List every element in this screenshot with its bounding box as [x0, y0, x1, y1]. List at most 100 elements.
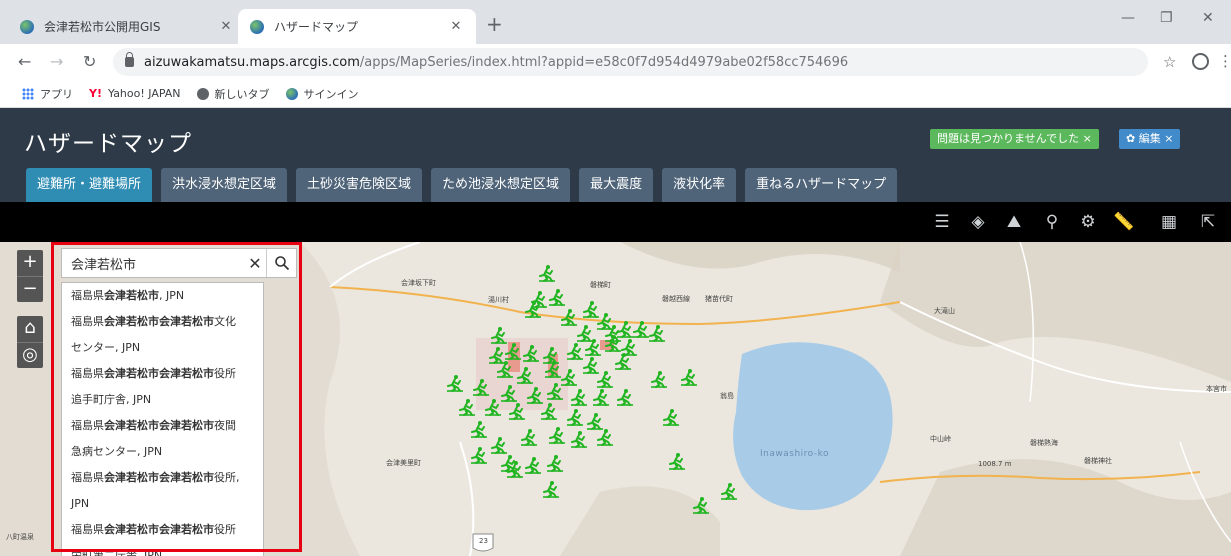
- restore-icon[interactable]: ❐: [1160, 10, 1173, 26]
- evacuation-marker-icon[interactable]: [538, 264, 556, 282]
- evacuation-marker-icon[interactable]: [548, 288, 566, 306]
- back-arrow-icon[interactable]: ←: [18, 52, 32, 71]
- share-icon[interactable]: ⇱: [1200, 212, 1216, 232]
- bookmark-new-tab[interactable]: 新しいタブ: [196, 86, 270, 102]
- evacuation-marker-icon[interactable]: [616, 388, 634, 406]
- evacuation-marker-icon[interactable]: [488, 346, 506, 364]
- evacuation-marker-icon[interactable]: [582, 300, 600, 318]
- evacuation-marker-icon[interactable]: [614, 352, 632, 370]
- evacuation-marker-icon[interactable]: [720, 482, 738, 500]
- suggestion-item[interactable]: JPN: [71, 497, 90, 510]
- tab-seismic[interactable]: 最大震度: [579, 168, 654, 202]
- forward-arrow-icon[interactable]: →: [50, 52, 64, 71]
- browser-tab-gis[interactable]: 会津若松市公開用GIS ✕: [8, 9, 246, 44]
- evacuation-marker-icon[interactable]: [542, 346, 560, 364]
- tab-shelters[interactable]: 避難所・避難場所: [26, 168, 153, 202]
- locate-icon[interactable]: ◎: [17, 342, 43, 368]
- evacuation-marker-icon[interactable]: [546, 382, 564, 400]
- map-view[interactable]: 会津坂下町 磐梯町 湯川村 磐越西線 猪苗代町 会津美里町 大滝山 翁島 中山峠…: [0, 242, 1231, 556]
- minimize-icon[interactable]: —: [1121, 10, 1135, 26]
- evacuation-marker-icon[interactable]: [522, 344, 540, 362]
- tab-pond-flood[interactable]: ため池浸水想定区域: [431, 168, 571, 202]
- close-icon[interactable]: ✕: [450, 19, 462, 34]
- bookmark-signin[interactable]: サインイン: [285, 86, 359, 102]
- evacuation-marker-icon[interactable]: [604, 324, 622, 342]
- new-tab-icon[interactable]: +: [486, 12, 503, 36]
- bookmark-yahoo[interactable]: Y! Yahoo! JAPAN: [89, 87, 181, 100]
- evacuation-marker-icon[interactable]: [604, 334, 622, 352]
- suggestion-item[interactable]: 福島県会津若松市会津若松市文化: [71, 315, 236, 328]
- evacuation-marker-icon[interactable]: [542, 480, 560, 498]
- suggestion-item[interactable]: 福島県会津若松市会津若松市夜間: [71, 419, 236, 432]
- home-icon[interactable]: ⌂: [24, 317, 36, 338]
- tab-landslide[interactable]: 土砂災害危険区域: [296, 168, 423, 202]
- evacuation-marker-icon[interactable]: [650, 370, 668, 388]
- evacuation-marker-icon[interactable]: [496, 360, 514, 378]
- suggestion-item[interactable]: 追手町庁舎, JPN: [71, 393, 152, 406]
- suggestion-item[interactable]: 福島県会津若松市会津若松市役所: [71, 367, 236, 380]
- suggestion-item[interactable]: 急病センター, JPN: [71, 445, 163, 458]
- window-close-icon[interactable]: ✕: [1202, 10, 1214, 26]
- evacuation-marker-icon[interactable]: [526, 386, 544, 404]
- evacuation-marker-icon[interactable]: [586, 412, 604, 430]
- suggestion-item[interactable]: 福島県会津若松市会津若松市役所,: [71, 471, 240, 484]
- evacuation-marker-icon[interactable]: [570, 388, 588, 406]
- evacuation-marker-icon[interactable]: [540, 402, 558, 420]
- suggestion-item[interactable]: 栄町第二庁舎, JPN: [71, 549, 163, 556]
- evacuation-marker-icon[interactable]: [504, 342, 522, 360]
- edit-button[interactable]: ✿ 編集 ×: [1119, 129, 1181, 149]
- suggestion-item[interactable]: センター, JPN: [71, 341, 141, 354]
- menu-kebab-icon[interactable]: ⋮: [1218, 52, 1231, 70]
- evacuation-marker-icon[interactable]: [592, 388, 610, 406]
- evacuation-marker-icon[interactable]: [680, 368, 698, 386]
- tab-liquefaction[interactable]: 液状化率: [662, 168, 737, 202]
- evacuation-marker-icon[interactable]: [520, 428, 538, 446]
- url-field[interactable]: aizuwakamatsu.maps.arcgis.com/apps/MapSe…: [113, 48, 1148, 76]
- layers-icon[interactable]: ◈: [971, 212, 985, 232]
- evacuation-marker-icon[interactable]: [470, 446, 488, 464]
- gallery-icon[interactable]: ▦: [1160, 212, 1178, 232]
- evacuation-marker-icon[interactable]: [506, 460, 524, 478]
- evacuation-marker-icon[interactable]: [548, 426, 566, 444]
- evacuation-marker-icon[interactable]: [490, 326, 508, 344]
- suggestion-item[interactable]: 福島県会津若松市, JPN: [71, 289, 185, 302]
- search-input[interactable]: [62, 249, 244, 277]
- measure-icon[interactable]: 📏: [1113, 212, 1135, 232]
- status-badge[interactable]: 問題は見つかりませんでした ×: [930, 129, 1099, 149]
- evacuation-marker-icon[interactable]: [524, 456, 542, 474]
- bookmark-star-icon[interactable]: ☆: [1163, 53, 1177, 71]
- evacuation-marker-icon[interactable]: [546, 454, 564, 472]
- filter-icon[interactable]: ⚙: [1080, 212, 1096, 232]
- evacuation-marker-icon[interactable]: [582, 356, 600, 374]
- zoom-out-button[interactable]: −: [17, 276, 43, 302]
- evacuation-marker-icon[interactable]: [584, 338, 602, 356]
- clear-icon[interactable]: ✕: [248, 253, 262, 273]
- profile-icon[interactable]: [1192, 53, 1209, 70]
- legend-icon[interactable]: ☰: [934, 212, 950, 232]
- evacuation-marker-icon[interactable]: [470, 420, 488, 438]
- evacuation-marker-icon[interactable]: [596, 312, 614, 330]
- evacuation-marker-icon[interactable]: [446, 374, 464, 392]
- evacuation-marker-icon[interactable]: [662, 408, 680, 426]
- evacuation-marker-icon[interactable]: [472, 378, 490, 396]
- evacuation-marker-icon[interactable]: [596, 428, 614, 446]
- tab-flood[interactable]: 洪水浸水想定区域: [161, 168, 288, 202]
- bookmark-apps[interactable]: アプリ: [22, 86, 73, 102]
- browser-tab-hazard[interactable]: ハザードマップ ✕: [238, 9, 476, 44]
- zoom-in-button[interactable]: +: [22, 251, 38, 272]
- evacuation-marker-icon[interactable]: [616, 320, 634, 338]
- evacuation-marker-icon[interactable]: [490, 436, 508, 454]
- reload-icon[interactable]: ↻: [83, 52, 97, 71]
- evacuation-marker-icon[interactable]: [692, 496, 710, 514]
- query-icon[interactable]: ⚲: [1045, 212, 1059, 232]
- evacuation-marker-icon[interactable]: [544, 360, 562, 378]
- evacuation-marker-icon[interactable]: [508, 402, 526, 420]
- evacuation-marker-icon[interactable]: [524, 300, 542, 318]
- evacuation-marker-icon[interactable]: [566, 342, 584, 360]
- evacuation-marker-icon[interactable]: [648, 324, 666, 342]
- basemap-icon[interactable]: ⛰: [1006, 212, 1022, 232]
- evacuation-marker-icon[interactable]: [560, 308, 578, 326]
- evacuation-marker-icon[interactable]: [576, 324, 594, 342]
- suggestion-item[interactable]: 福島県会津若松市会津若松市役所: [71, 523, 236, 536]
- evacuation-marker-icon[interactable]: [570, 430, 588, 448]
